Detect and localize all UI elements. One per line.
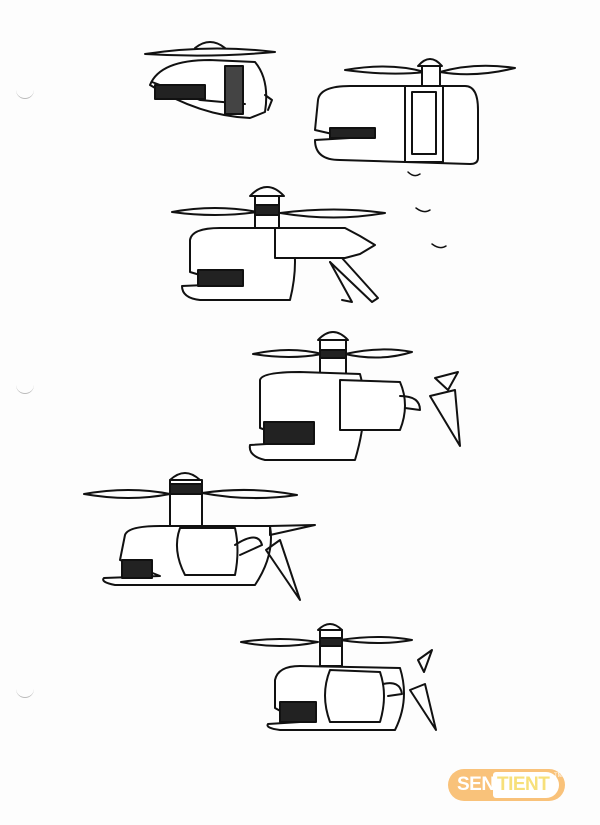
binder-hole (16, 88, 34, 99)
binder-hole (16, 383, 34, 394)
drone-sketch-6 (240, 623, 437, 731)
drone-sketch-4 (248, 331, 461, 461)
drone-sketch-2 (314, 58, 516, 249)
drone-sketch-5 (83, 472, 316, 601)
drone-sketch-3 (171, 186, 386, 303)
logo-text-senn: SENN (457, 774, 508, 795)
logo-text-tient: TIENT (497, 774, 550, 795)
logo-trademark: TM (554, 773, 563, 779)
senntient-logo: SENN TIENT TM (448, 769, 565, 801)
drone-sketch-1 (144, 41, 276, 119)
binder-hole (16, 687, 34, 698)
